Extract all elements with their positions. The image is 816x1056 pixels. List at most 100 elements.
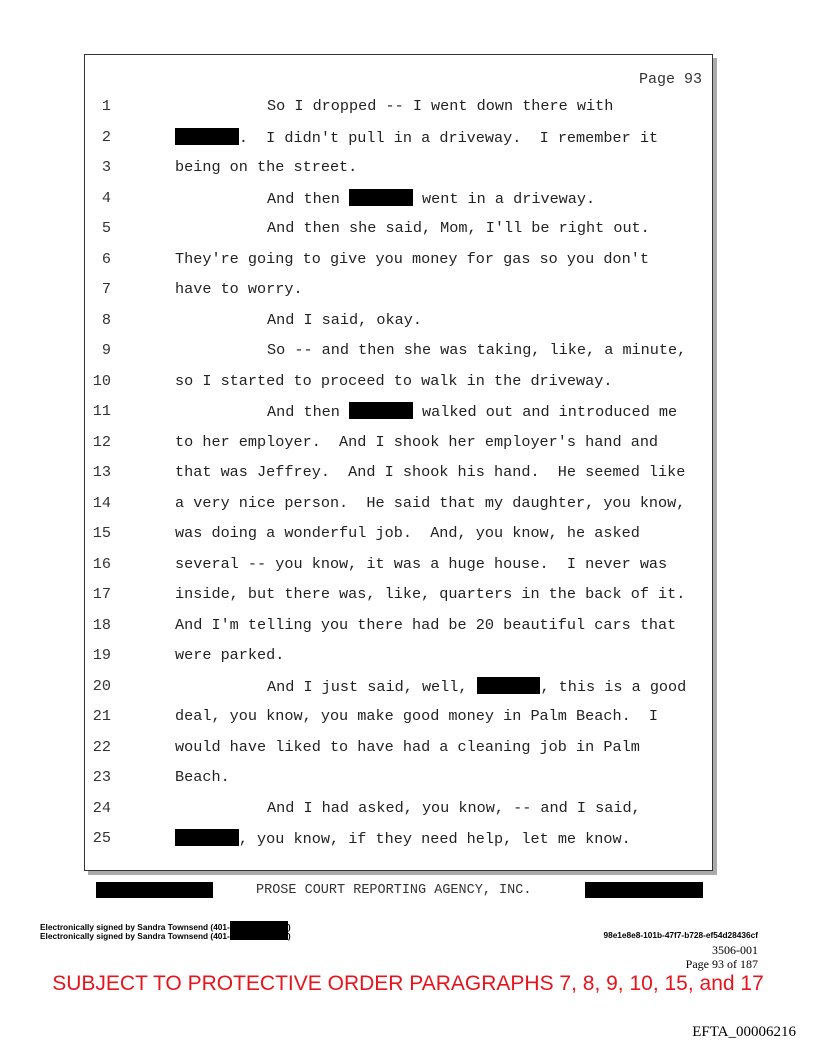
line-text: And I just said, well, , this is a good — [267, 676, 687, 696]
line-number: 1 — [101, 97, 111, 115]
redaction — [349, 188, 413, 206]
line-text: was doing a wonderful job. And, you know… — [175, 524, 640, 542]
line-number: 7 — [101, 280, 111, 298]
line-number: 10 — [92, 371, 111, 390]
protective-order-notice: SUBJECT TO PROTECTIVE ORDER PARAGRAPHS 7… — [52, 972, 764, 995]
line-text: And I said, okay. — [267, 311, 422, 329]
text-segment: And I'm telling you there had be 20 beau… — [175, 615, 677, 634]
line-text: inside, but there was, like, quarters in… — [175, 585, 685, 603]
signature-suffix: ) — [287, 922, 291, 932]
text-segment: They're going to give you money for gas … — [175, 249, 649, 268]
text-segment: walked out and introduced me — [412, 403, 678, 421]
signature-suffix: ) — [287, 931, 291, 941]
transcript-line: 20 And I just said, well, , this is a goo… — [85, 676, 705, 697]
text-segment: inside, but there was, like, quarters in… — [175, 585, 686, 603]
transcript-line: 5 And then she said, Mom, I'll be right o… — [85, 219, 705, 239]
line-text: And then went in a driveway. — [267, 188, 596, 208]
line-number: 4 — [101, 188, 111, 207]
page-label: Page 93 — [638, 71, 702, 88]
text-segment: to her employer. And I shook her employe… — [175, 432, 659, 451]
line-text: And I'm telling you there had be 20 beau… — [175, 616, 676, 634]
line-text: deal, you know, you make good money in P… — [175, 707, 658, 725]
transcript-line: 25 , you know, if they need help, let me … — [85, 829, 705, 849]
text-segment: So I dropped -- I went down there with — [267, 97, 614, 115]
line-number: 19 — [92, 646, 111, 664]
line-number: 25 — [92, 829, 111, 847]
line-text: that was Jeffrey. And I shook his hand. … — [175, 463, 685, 481]
transcript-line: 19 were parked. — [85, 646, 705, 666]
redaction — [229, 921, 288, 931]
line-text: would have liked to have had a cleaning … — [175, 738, 640, 756]
line-text: have to worry. — [175, 280, 303, 298]
transcript-line: 18 And I'm telling you there had be 20 be… — [85, 616, 705, 636]
text-segment: were parked. — [175, 646, 285, 664]
line-text: several -- you know, it was a huge house… — [175, 555, 667, 573]
line-number: 6 — [101, 249, 111, 268]
text-segment: , you know, if they need help, let me kn… — [238, 830, 631, 848]
line-number: 18 — [92, 615, 111, 634]
line-text: to her employer. And I shook her employe… — [175, 433, 658, 451]
line-text: And I had asked, you know, -- and I said… — [267, 799, 641, 817]
transcript-page: Page 93 1 So I dropped -- I went down the… — [84, 54, 713, 871]
text-segment: would have liked to have had a cleaning … — [175, 737, 640, 756]
transcript-line: 6 They're going to give you money for gas… — [85, 250, 705, 270]
text-segment: . I didn't pull in a driveway. I remembe… — [238, 128, 659, 147]
line-text: So -- and then she was taking, like, a m… — [267, 341, 686, 359]
transcript-line: 2. I didn't pull in a driveway. I rememb… — [85, 127, 705, 148]
line-number: 17 — [92, 585, 111, 603]
signature-text: Electronically signed by Sandra Townsend… — [40, 922, 230, 932]
redaction — [585, 882, 703, 898]
transcript-line: 23 Beach. — [85, 768, 705, 788]
line-number: 20 — [92, 676, 111, 695]
signature-line: Electronically signed by Sandra Townsend… — [40, 921, 291, 932]
text-segment: went in a driveway. — [412, 189, 596, 208]
transcript-line: 4 And then went in a driveway. — [85, 188, 705, 209]
text-segment: deal, you know, you make good money in P… — [175, 707, 659, 725]
redaction — [476, 676, 541, 694]
line-text: being on the street. — [175, 158, 357, 176]
document-hash: 98e1e8e8-101b-47f7-b728-ef54d28436cf — [603, 930, 758, 940]
text-segment: being on the street. — [175, 158, 358, 176]
line-text: And then walked out and introduced me — [267, 402, 677, 421]
text-segment: Beach. — [175, 768, 230, 786]
line-number: 5 — [101, 219, 111, 237]
line-number: 9 — [101, 341, 111, 359]
text-segment: , this is a good — [540, 677, 687, 696]
line-text: so I started to proceed to walk in the d… — [175, 372, 612, 390]
transcript-line: 16 several -- you know, it was a huge hou… — [85, 555, 705, 575]
line-text: They're going to give you money for gas … — [175, 250, 649, 268]
line-text: . I didn't pull in a driveway. I remembe… — [175, 127, 659, 147]
line-number: 14 — [92, 493, 111, 512]
text-segment: So -- and then she was taking, like, a m… — [267, 341, 687, 359]
line-number: 8 — [101, 310, 111, 329]
text-segment: was doing a wonderful job. And, you know… — [175, 524, 640, 542]
text-segment: And then she said, Mom, I'll be right ou… — [267, 219, 650, 237]
text-segment: And then — [267, 403, 350, 421]
text-segment: And I just said, well, — [267, 677, 477, 696]
case-ref: 3506-001 — [712, 943, 758, 957]
line-text: So I dropped -- I went down there with — [267, 97, 613, 115]
bates-number: EFTA_00006216 — [692, 1024, 796, 1040]
line-number: 3 — [101, 158, 111, 176]
line-text: Beach. — [175, 768, 230, 786]
text-segment: that was Jeffrey. And I shook his hand. … — [175, 463, 686, 481]
line-number: 23 — [92, 768, 111, 786]
redaction — [229, 930, 288, 940]
redaction — [175, 829, 239, 846]
transcript-line: 7 have to worry. — [85, 280, 705, 300]
line-number: 16 — [92, 554, 111, 573]
text-segment: so I started to proceed to walk in the d… — [175, 371, 613, 390]
signature-line: Electronically signed by Sandra Townsend… — [40, 930, 291, 941]
transcript-line: 3 being on the street. — [85, 158, 705, 178]
line-text: were parked. — [175, 646, 284, 664]
line-number: 21 — [92, 707, 111, 725]
transcript-line: 1 So I dropped -- I went down there with — [85, 97, 705, 117]
signature-text: Electronically signed by Sandra Townsend… — [40, 931, 230, 941]
line-text: , you know, if they need help, let me kn… — [175, 829, 631, 848]
